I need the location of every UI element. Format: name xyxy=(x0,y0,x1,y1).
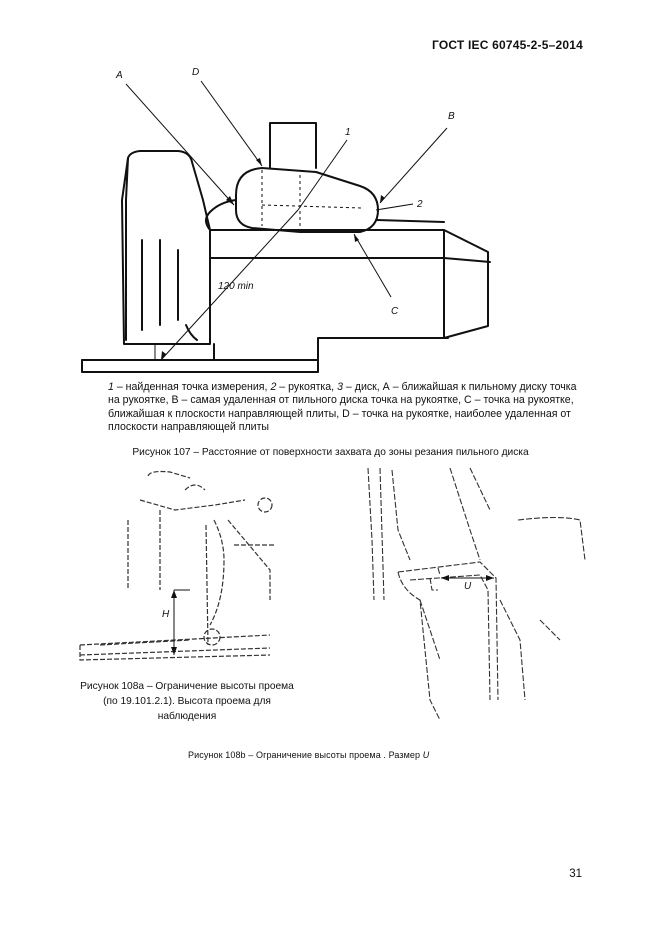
label-a: A xyxy=(116,70,123,81)
figure-108b-drawing xyxy=(367,467,586,721)
figure-108a-drawing xyxy=(79,470,276,661)
label-b: B xyxy=(448,111,455,122)
label-u: U xyxy=(464,581,472,592)
label-c: C xyxy=(391,306,399,317)
figure-107-legend: 1 – найденная точка измерения, 2 – рукоя… xyxy=(108,381,577,434)
label-h: H xyxy=(162,609,170,620)
label-2: 2 xyxy=(417,199,423,210)
figure-108a-caption: Рисунок 108а – Ограничение высоты проема… xyxy=(80,681,294,722)
figure-107-drawing xyxy=(81,80,491,373)
figure-108b-caption: Рисунок 108b – Ограничение высоты проема… xyxy=(188,750,430,760)
label-1: 1 xyxy=(345,127,351,138)
label-d: D xyxy=(192,67,200,78)
document-header: ГОСТ IEC 60745-2-5–2014 xyxy=(431,38,583,52)
figure-107-title: Рисунок 107 – Расстояние от поверхности … xyxy=(132,447,529,458)
page-number: 31 xyxy=(569,868,582,880)
label-120-min: 120 min xyxy=(218,281,254,292)
